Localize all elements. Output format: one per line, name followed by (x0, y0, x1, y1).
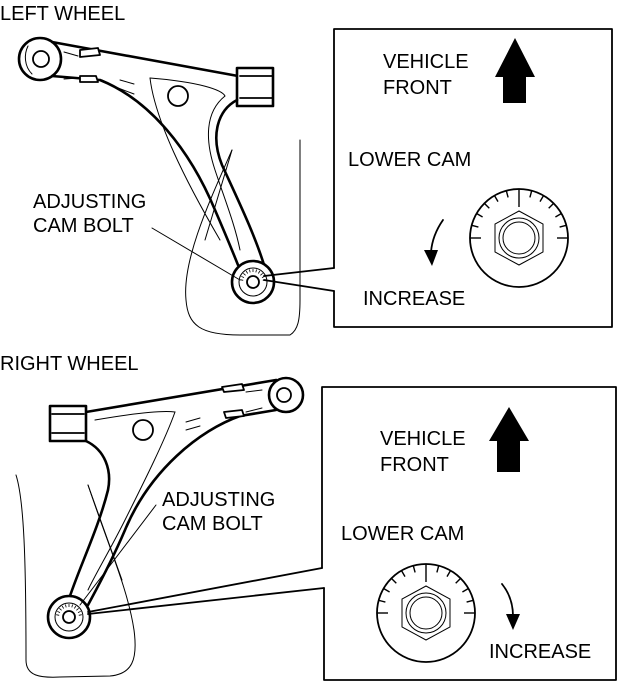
right-vehicle-front-line1: VEHICLE (380, 428, 466, 450)
bushing-dial-tick (76, 607, 79, 611)
left-callout-leader (151, 227, 241, 281)
left-callout-label-line2: CAM BOLT (33, 215, 134, 237)
bushing-dial-tick (260, 272, 263, 276)
right-vehicle-front-line2: FRONT (380, 454, 449, 476)
right-callout-leader (79, 504, 157, 606)
right-curved-arrow-icon (501, 583, 520, 630)
right-lower-control-arm (46, 376, 305, 640)
bushing-dial-tick (73, 605, 77, 609)
dial-tick (383, 587, 390, 593)
left-cam-dial-icon (469, 188, 569, 288)
dial-tick (555, 212, 562, 218)
bushing-dial-tick (71, 604, 73, 608)
bushing-dial-tick (261, 275, 265, 278)
dial-tick (466, 599, 474, 603)
right-wheel-panel: RIGHT WHEEL (0, 353, 617, 681)
dial-tick (483, 202, 490, 209)
right-callout-label-line1: ADJUSTING (162, 489, 275, 511)
dial-tick (378, 599, 386, 603)
left-vehicle-front-line2: FRONT (383, 77, 452, 99)
right-arrow-up-icon (489, 407, 529, 472)
dial-tick (559, 224, 567, 228)
dial-tick (462, 587, 469, 593)
dial-tick (529, 190, 533, 198)
left-wheel-title: LEFT WHEEL (0, 3, 125, 25)
dial-tick (400, 570, 406, 577)
right-detail-connector (87, 567, 325, 615)
dial-tick (390, 577, 397, 584)
bushing-dial-tick (249, 269, 251, 273)
bushing-dial-tick (57, 610, 61, 613)
right-wheel-title: RIGHT WHEEL (0, 353, 139, 375)
dial-tick (505, 190, 509, 198)
right-callout-label-line2: CAM BOLT (162, 513, 263, 535)
right-lower-cam-label: LOWER CAM (341, 523, 464, 545)
left-knuckle-outline (185, 139, 301, 336)
dial-tick (493, 195, 499, 202)
bushing-dial-tick (78, 614, 82, 616)
bushing-dial-tick (240, 279, 244, 281)
right-increase-label: INCREASE (489, 641, 591, 663)
bushing-dial-tick (245, 270, 249, 274)
dial-tick (548, 202, 555, 209)
right-detail-box (321, 386, 617, 681)
bushing-dial-tick (262, 279, 266, 281)
left-increase-label: INCREASE (363, 288, 465, 310)
dial-tick (476, 212, 483, 218)
dial-tick (471, 224, 479, 228)
bushing-dial-tick (61, 605, 65, 609)
bushing-dial-tick (56, 614, 60, 616)
dial-tick (539, 195, 545, 202)
left-detail-box (333, 28, 613, 328)
bushing-dial-tick (241, 275, 245, 278)
bushing-dial-tick (243, 272, 246, 276)
bushing-dial-tick (77, 610, 81, 613)
left-lower-cam-label: LOWER CAM (348, 149, 471, 171)
left-curved-arrow-icon (424, 219, 444, 266)
bushing-dial-tick (59, 607, 62, 611)
dial-tick (446, 570, 452, 577)
left-lower-control-arm (17, 36, 276, 305)
dial-tick (455, 577, 462, 584)
right-cam-dial-icon (376, 563, 476, 663)
right-knuckle-outline (15, 474, 136, 678)
bushing-dial-tick (65, 604, 67, 608)
left-callout-label-line1: ADJUSTING (33, 191, 146, 213)
left-vehicle-front-line1: VEHICLE (383, 51, 469, 73)
dial-tick (412, 565, 416, 573)
bushing-dial-tick (257, 270, 261, 274)
left-wheel-panel: LEFT WHEEL (0, 3, 613, 336)
bushing-dial-tick (255, 269, 257, 273)
dial-tick (436, 565, 440, 573)
left-arrow-up-icon (495, 38, 535, 103)
left-detail-connector (263, 267, 335, 292)
